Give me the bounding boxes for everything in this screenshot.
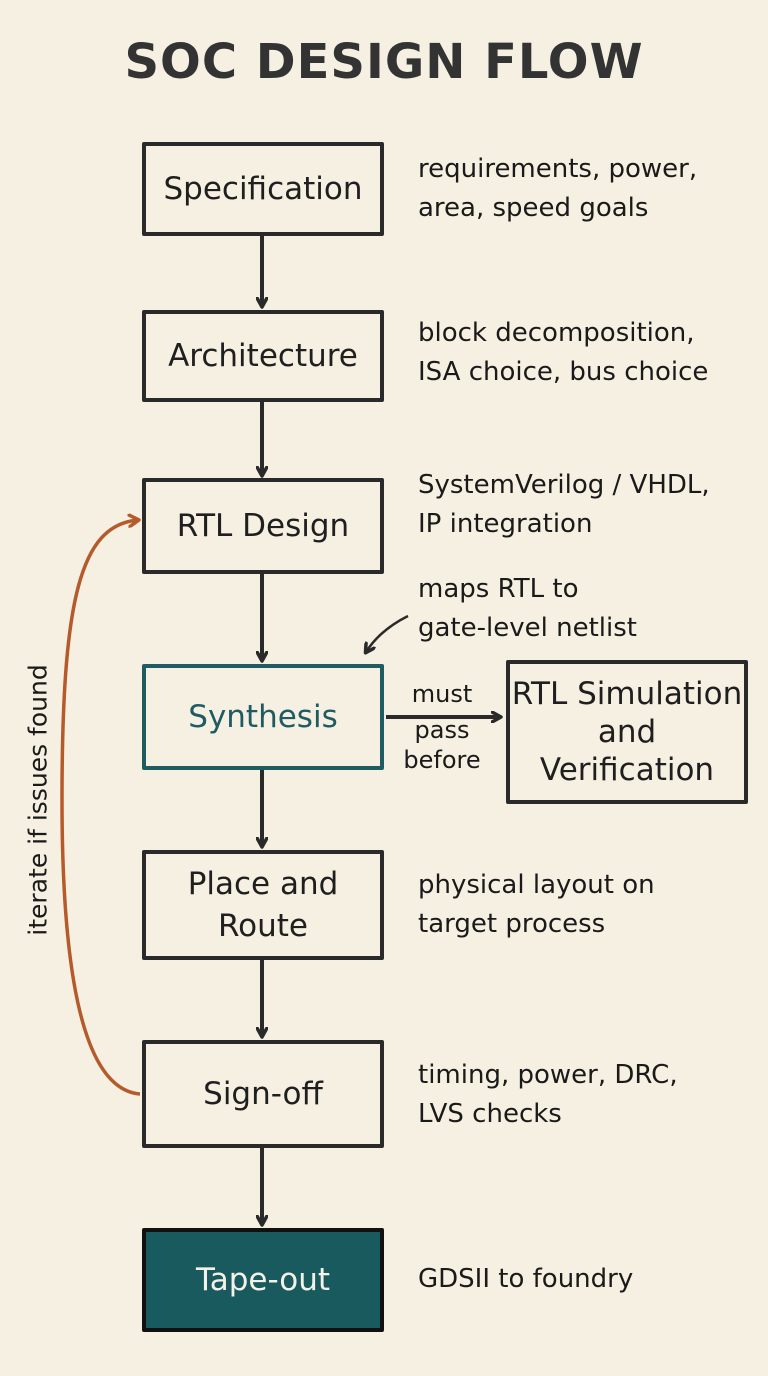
note-sign-off: timing, power, DRC, LVS checks [418,1060,678,1129]
note-tape-out: GDSII to foundry [418,1264,634,1294]
step-specification: Specification [142,142,384,236]
step-label: Tape-out [195,1261,331,1298]
step-label: Architecture [168,337,358,374]
step-rtl-simulation-verification: RTL Simulation and Verification [506,660,748,804]
step-label: Synthesis [188,698,338,735]
annotation-pointer [366,614,409,652]
step-architecture: Architecture [142,310,384,402]
step-rtl-design: RTL Design [142,478,384,574]
step-place-and-route: Place and Route [142,850,384,960]
step-tape-out: Tape-out [142,1228,384,1332]
diagram-title: SOC DESIGN FLOW [124,34,644,90]
note-place-and-route: physical layout on target process [418,870,655,939]
note-rtl-design: SystemVerilog / VHDL, IP integration [418,470,710,539]
step-sign-off: Sign-off [142,1040,384,1148]
step-synthesis: Synthesis [142,664,384,770]
note-architecture: block decomposition, ISA choice, bus cho… [418,318,709,387]
step-label: Sign-off [203,1075,323,1112]
step-label: RTL Design [176,507,350,544]
note-synthesis: maps RTL to gate-level netlist [418,574,637,643]
iterate-loop-arrow [60,520,140,1096]
note-specification: requirements, power, area, speed goals [418,154,698,223]
edge-label-must-pass-before: must pass before [403,680,481,774]
step-label: Specification [163,170,363,207]
iterate-loop-label: iterate if issues found [23,664,53,936]
